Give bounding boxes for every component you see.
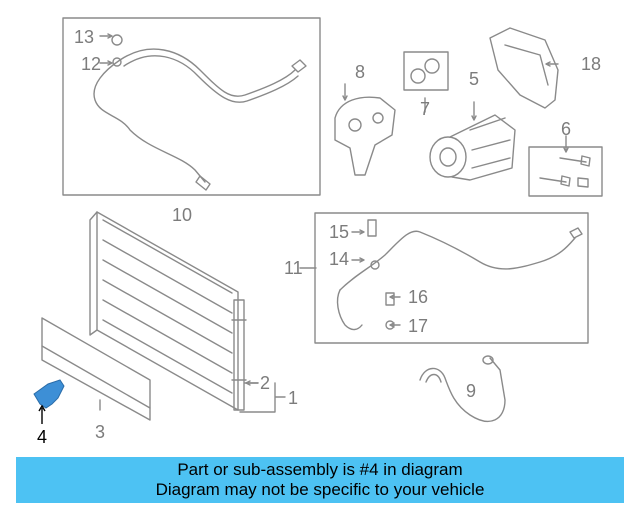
callout-15: 15	[329, 222, 350, 242]
group-box-10	[62, 17, 321, 196]
banner-line-part: Part or sub-assembly is #4 in diagram	[177, 460, 463, 479]
callout-9: 9	[466, 381, 477, 401]
callout-12: 12	[81, 54, 102, 74]
callout-7: 7	[420, 99, 431, 119]
bracket-8	[334, 96, 396, 176]
caps-box-7	[403, 51, 449, 91]
compressor-5	[429, 114, 516, 181]
callout-1: 1	[288, 388, 299, 408]
group-box-11	[314, 212, 589, 344]
hose-9	[419, 357, 506, 422]
callout-18: 18	[581, 54, 602, 74]
callout-6: 6	[561, 119, 572, 139]
callout-14: 14	[329, 249, 350, 269]
hose-10	[93, 48, 296, 183]
callout-8: 8	[355, 62, 366, 82]
callout-17: 17	[408, 316, 429, 336]
callout-10: 10	[172, 205, 193, 225]
callout-4: 4	[37, 427, 48, 447]
banner-line-disclaimer: Diagram may not be specific to your vehi…	[155, 480, 485, 499]
pipe-11	[339, 230, 576, 291]
parts-diagram	[33, 17, 603, 424]
callout-16: 16	[408, 287, 429, 307]
part-4-highlight	[33, 379, 65, 409]
callout-3: 3	[95, 422, 106, 442]
callout-2: 2	[260, 373, 271, 393]
bolts-box-6	[528, 146, 603, 197]
callout-13: 13	[74, 27, 95, 47]
condenser	[89, 211, 247, 411]
callout-5: 5	[469, 69, 480, 89]
callout-11: 11	[284, 258, 303, 278]
heat-shield-18	[489, 27, 559, 109]
info-banner: Part or sub-assembly is #4 in diagram Di…	[16, 457, 624, 503]
